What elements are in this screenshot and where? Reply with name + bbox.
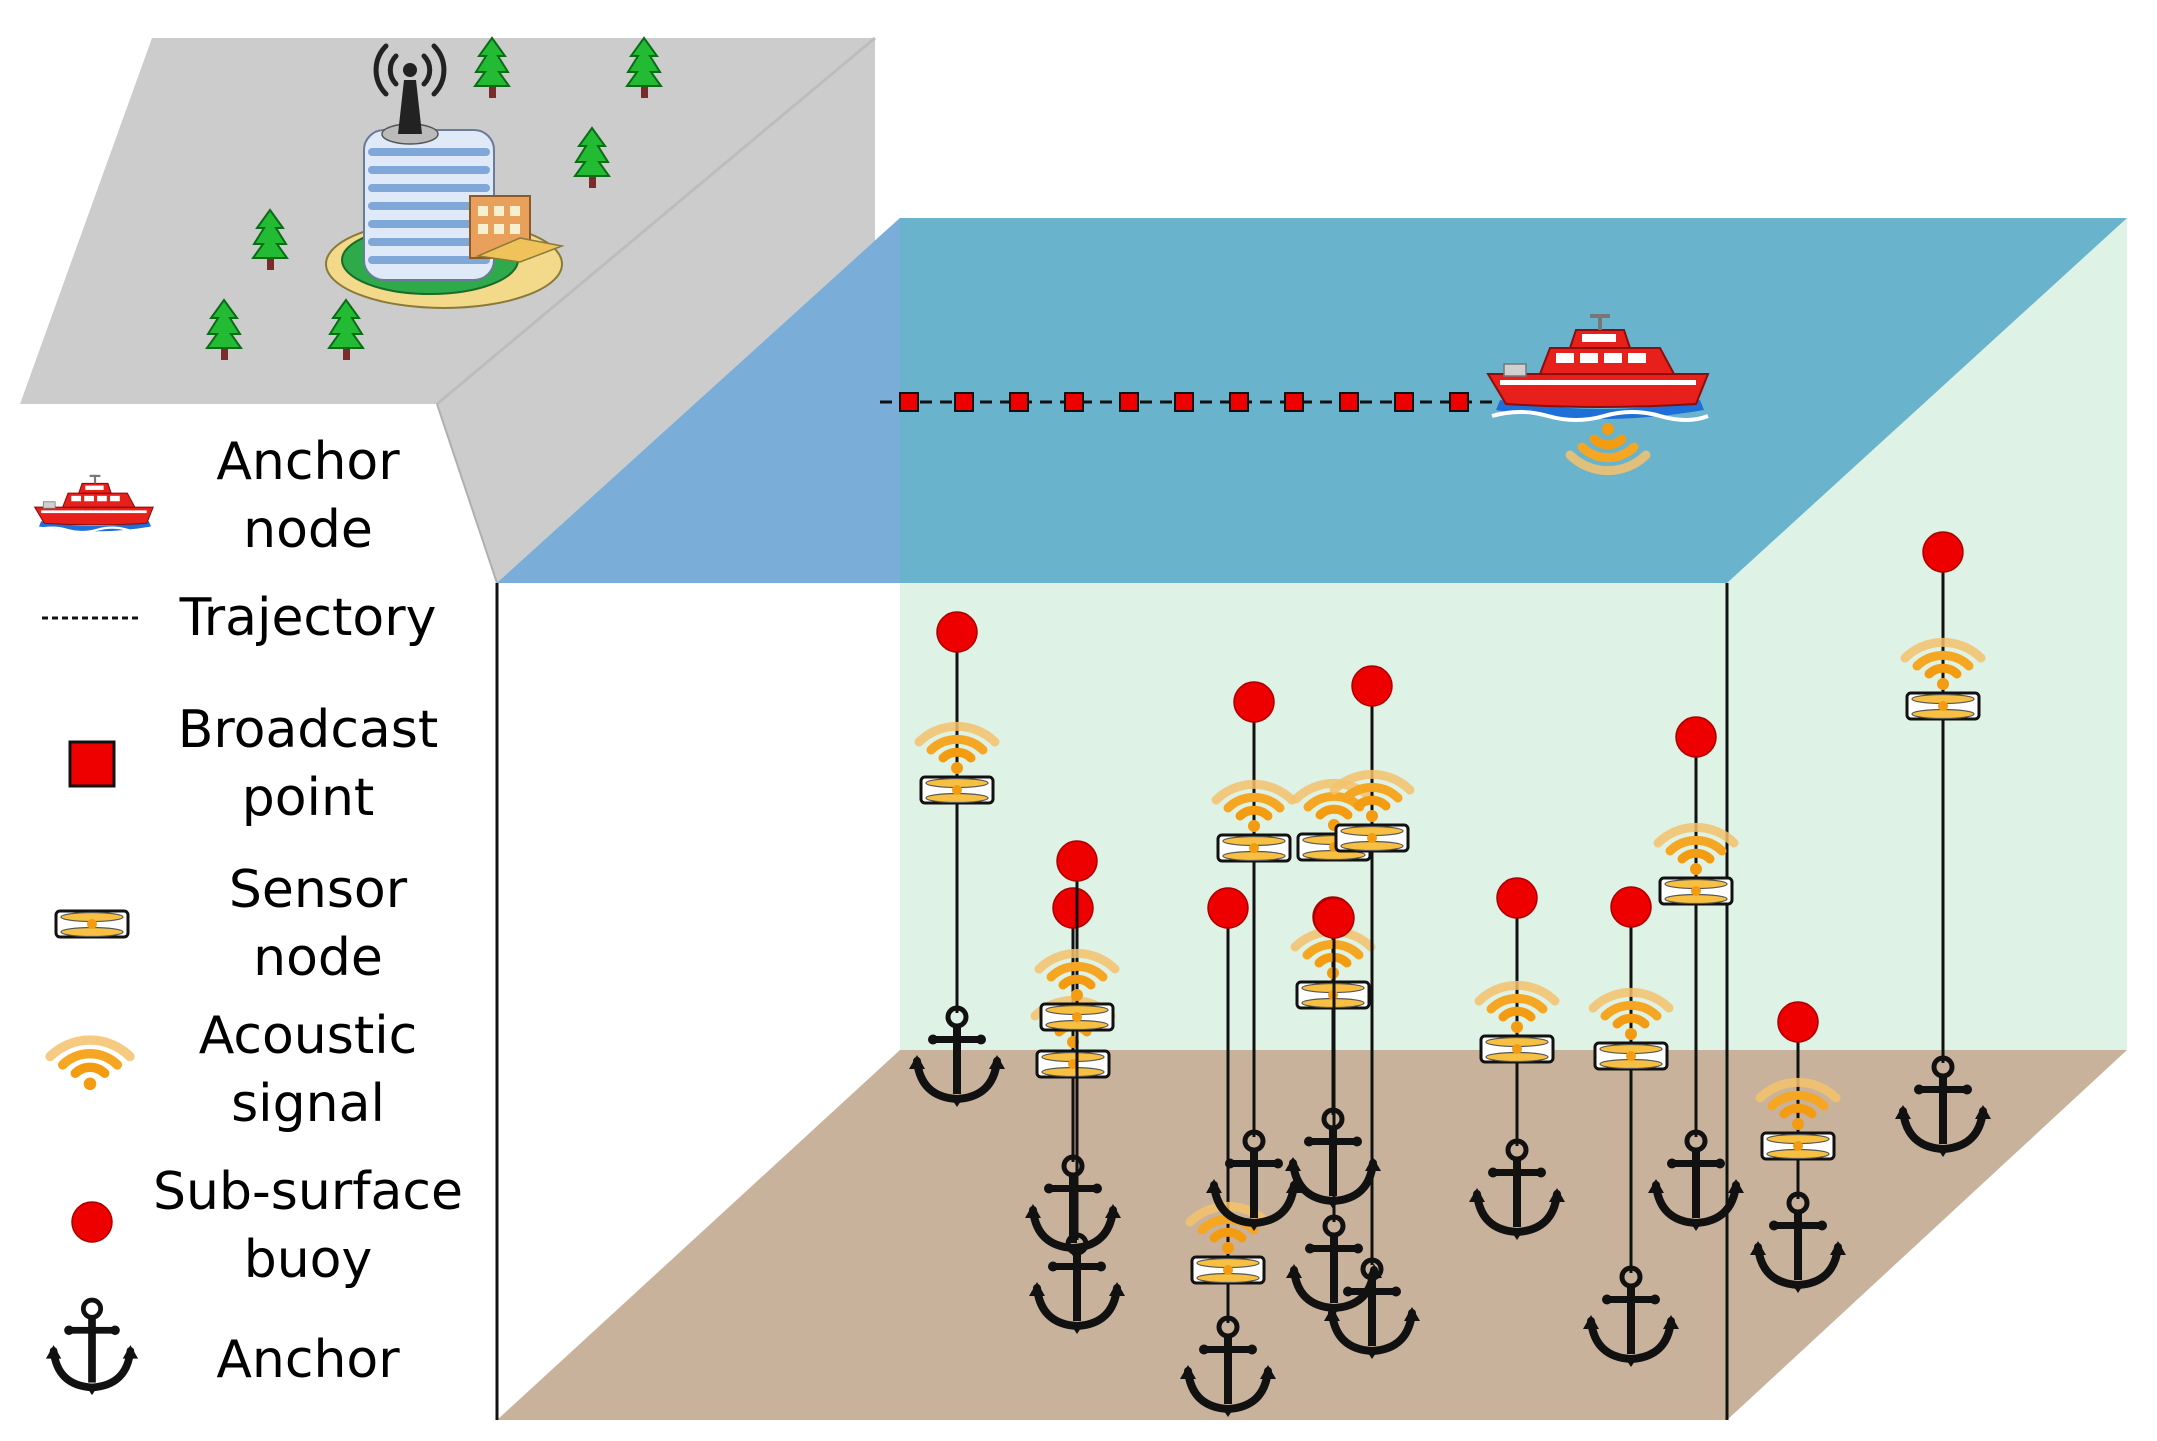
broadcast-point [1284,392,1304,412]
mooring [1180,887,1276,1417]
coast-crease [436,36,876,406]
subsurface-buoy-icon [1922,531,1964,573]
mooring [909,611,1005,1107]
base-station-building-icon [325,43,565,309]
sensor-node-icon [1760,1131,1836,1161]
mooring [1286,783,1382,1316]
mooring [1324,665,1420,1359]
broadcast-point [899,392,919,412]
broadcast-points [899,392,1469,412]
sensor-node-icon [1216,833,1292,863]
subsurface-buoy-icon [1610,886,1652,928]
subsurface-buoy-icon [1496,877,1538,919]
subsurface-buoy-icon [1207,887,1249,929]
buoy-icon [71,1201,113,1243]
broadcast-point-icon [68,740,116,788]
sensor-node-icon [1593,1041,1669,1071]
subsurface-buoy-icon [1313,897,1355,939]
subsurface-buoy-icon [1052,887,1094,929]
sensor-node-icon [1905,691,1981,721]
mooring [1895,531,1991,1157]
sensor-node-icon [1658,876,1734,906]
sensor-node-icon [1190,1255,1266,1285]
legend: Anchor node Trajectory Broadcast point S… [0,0,500,1441]
legend-label-broadcast-point: Broadcast point [177,700,439,828]
water-inner-back [900,583,1727,1050]
broadcast-point [1009,392,1029,412]
legend-label-subsurface-buoy: Sub-surface buoy [153,1162,463,1290]
sensor-moorings [909,531,1991,1417]
subsurface-buoy-icon [1675,716,1717,758]
sensor-node-icon [54,909,130,939]
coast-slope [20,38,875,583]
mooring [1750,1001,1846,1293]
legend-label-anchor: Anchor [216,1330,400,1390]
subsurface-buoy-icon [1056,840,1098,882]
subsurface-buoy-icon [936,611,978,653]
ship-icon [33,473,155,534]
mooring [1469,877,1565,1240]
legend-label-trajectory: Trajectory [179,588,437,648]
legend-background [20,404,497,583]
sensor-node-icon [919,775,995,805]
water-surface-left [497,218,900,583]
sensor-node-icon [1039,1002,1115,1032]
mooring [1029,840,1125,1334]
sensor-node-icon [1035,1049,1111,1079]
legend-label-anchor-node: Anchor node [216,432,400,560]
broadcast-point [954,392,974,412]
broadcast-point [1119,392,1139,412]
broadcast-point [1339,392,1359,412]
broadcast-point [1064,392,1084,412]
seabed [497,1050,2127,1420]
coast-edge [436,403,498,584]
broadcast-point [1449,392,1469,412]
anchor-icon [44,1294,140,1404]
subsurface-buoy-icon [1233,681,1275,723]
broadcast-point [1229,392,1249,412]
broadcast-point [1174,392,1194,412]
mooring [1648,716,1744,1231]
legend-label-sensor-node: Sensor node [228,860,408,988]
subsurface-buoy-icon [1351,665,1393,707]
sensor-node-icon [1479,1034,1555,1064]
subsurface-buoy-icon [1777,1001,1819,1043]
broadcast-point [1394,392,1414,412]
sensor-node-icon [1334,823,1410,853]
mooring [1206,681,1302,1231]
mooring [1583,886,1679,1367]
acoustic-signal-icon [44,1022,136,1112]
legend-label-acoustic-signal: Acoustic signal [198,1006,418,1134]
trajectory-line-icon [42,616,142,620]
